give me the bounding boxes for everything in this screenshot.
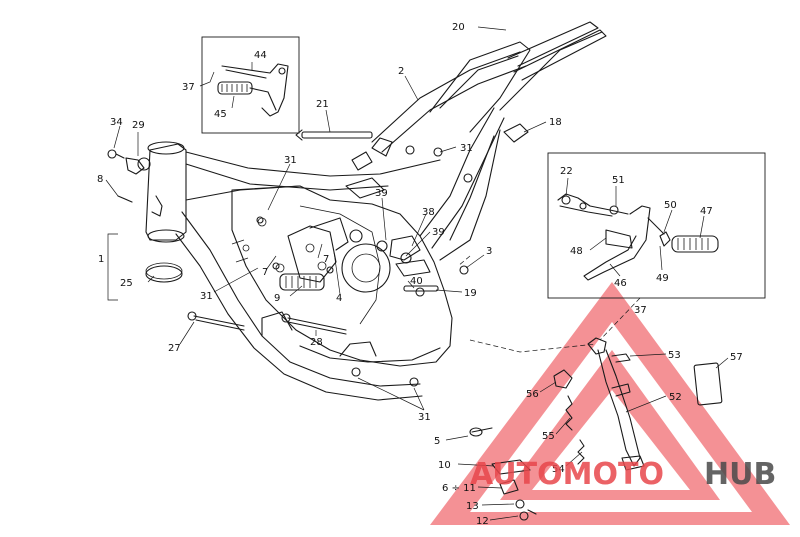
callout-7-left: 7: [262, 267, 268, 278]
callout-31-upper: 31: [284, 155, 297, 166]
callout-50: 50: [664, 200, 677, 211]
frame-assembly: [107, 21, 607, 401]
callout-27: 27: [168, 343, 181, 354]
callout-54: 54: [552, 464, 565, 475]
callout-37-top: 37: [182, 82, 195, 93]
callout-46: 46: [614, 278, 627, 289]
callout-45: 45: [214, 109, 227, 120]
callout-39-upper: 39: [375, 188, 388, 199]
callout-22: 22: [560, 166, 573, 177]
sidestand-assembly: [469, 337, 723, 521]
callout-9: 9: [274, 293, 280, 304]
connector-line-bolt: [457, 255, 471, 267]
callout-21: 21: [316, 99, 329, 110]
callout-1: 1: [98, 254, 104, 265]
callout-39-lower: 39: [432, 227, 445, 238]
callout-12: 12: [476, 516, 489, 527]
connector-line-frame-to-stand: [469, 339, 597, 353]
callout-6-11: 6 ÷ 11: [442, 483, 476, 494]
callout-2: 2: [398, 66, 404, 77]
callout-37-right: 37: [634, 305, 647, 316]
callout-44: 44: [254, 50, 267, 61]
callout-31-right: 31: [460, 143, 473, 154]
callout-48: 48: [570, 246, 583, 257]
leader-lines: [105, 26, 729, 521]
watermark-text: AUTOMOTO HUB: [470, 457, 776, 492]
callout-29: 29: [132, 120, 145, 131]
callout-5: 5: [434, 436, 440, 447]
callout-51: 51: [612, 175, 625, 186]
connector-line-inset: [599, 297, 641, 341]
callout-55: 55: [542, 431, 555, 442]
callout-19: 19: [464, 288, 477, 299]
callout-31-bottom: 31: [418, 412, 431, 423]
callout-20: 20: [452, 22, 465, 33]
callout-10: 10: [438, 460, 451, 471]
callout-8: 8: [97, 174, 103, 185]
callout-7-right: 7: [323, 254, 329, 265]
callout-18: 18: [549, 117, 562, 128]
watermark-logo: [430, 282, 790, 525]
inset-box-right-footrest: [547, 152, 766, 299]
callout-13: 13: [466, 501, 479, 512]
callout-4: 4: [336, 293, 342, 304]
callout-31-left: 31: [200, 291, 213, 302]
watermark-brand-secondary: HUB: [704, 457, 776, 492]
callout-56: 56: [526, 389, 539, 400]
callout-34: 34: [110, 117, 123, 128]
callout-47: 47: [700, 206, 713, 217]
callout-28: 28: [310, 337, 323, 348]
callout-52: 52: [669, 392, 682, 403]
callout-25: 25: [120, 278, 133, 289]
callout-labels: 20 2 44 37 45 21 18 34 29 31 31 8 39 38 …: [97, 22, 743, 527]
callout-53: 53: [668, 350, 681, 361]
callout-40: 40: [410, 276, 423, 287]
callout-38: 38: [422, 207, 435, 218]
watermark-brand-primary: AUTOMOTO: [470, 457, 664, 492]
callout-49: 49: [656, 273, 669, 284]
callout-57: 57: [730, 352, 743, 363]
callout-3: 3: [486, 246, 492, 257]
